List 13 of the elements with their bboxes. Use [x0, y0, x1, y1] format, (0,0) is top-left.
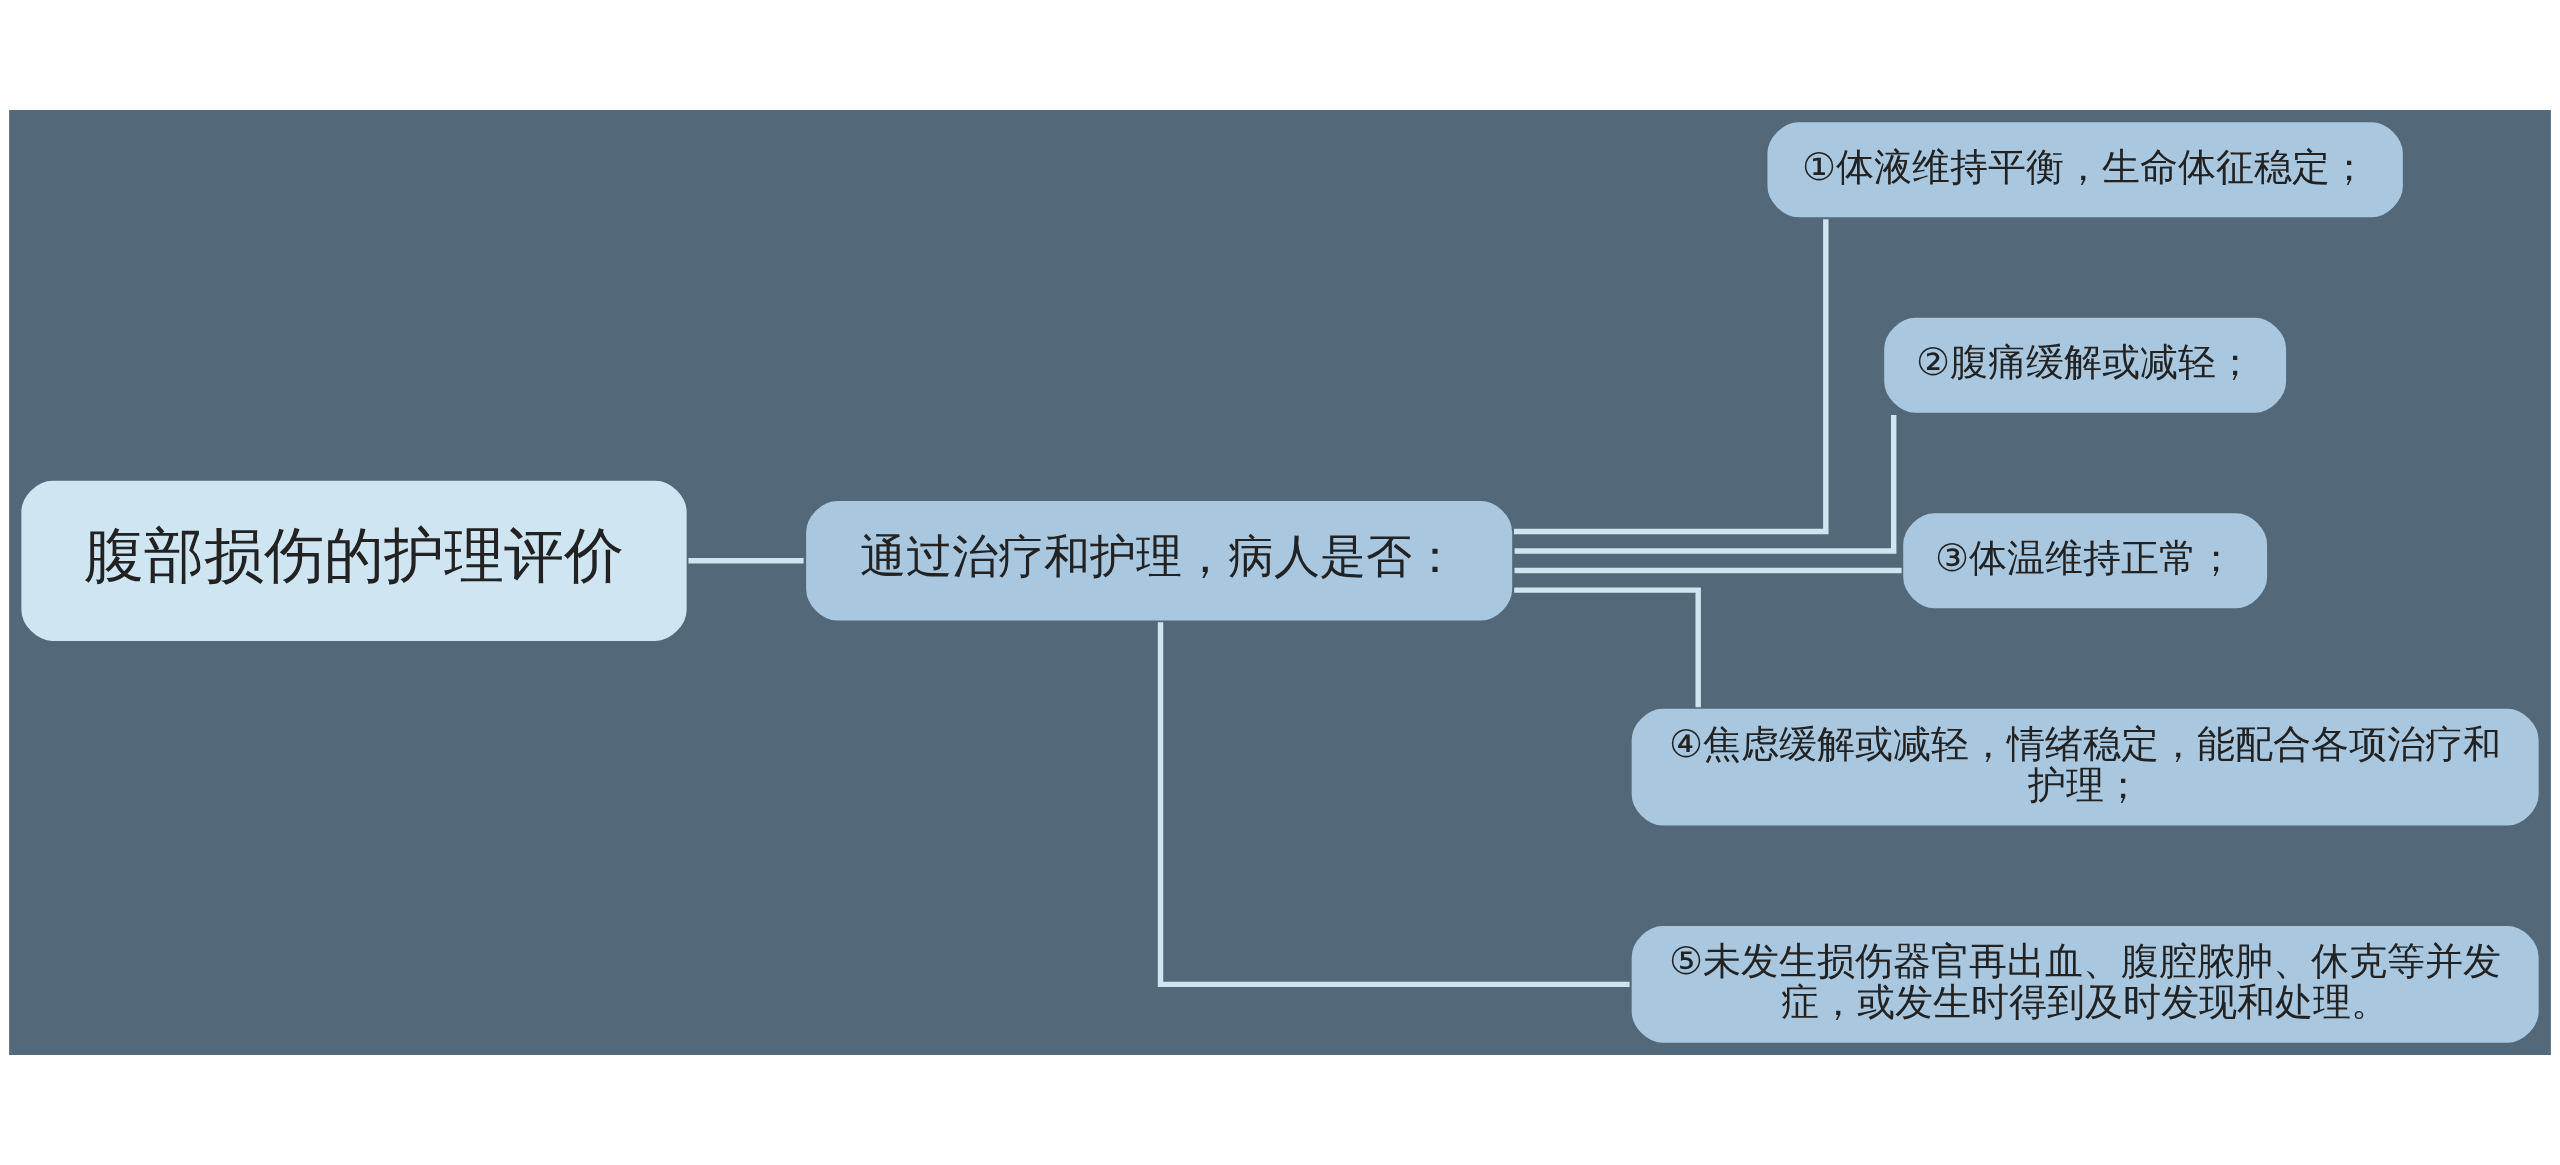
- connector: [1157, 622, 1630, 988]
- node-box: 通过治疗和护理，病人是否：: [803, 498, 1515, 624]
- connector: [1514, 587, 1701, 708]
- node-box: 腹部损伤的护理评价: [18, 477, 690, 644]
- node-box: ①体液维持平衡，生命体征稳定；: [1764, 119, 2406, 220]
- node-box: ②腹痛缓解或减轻；: [1881, 315, 2289, 416]
- node-box: ④焦虑缓解或减轻，情绪稳定，能配合各项治疗和护理；: [1628, 706, 2542, 829]
- connector: [1514, 567, 1902, 574]
- connector: [1514, 415, 1897, 554]
- node-box: ③体温维持正常；: [1900, 510, 2270, 611]
- connector: [688, 558, 804, 564]
- node-box: ⑤未发生损伤器官再出血、腹腔脓肿、休克等并发症，或发生时得到及时发现和处理。: [1628, 923, 2542, 1046]
- connector: [1513, 219, 1829, 535]
